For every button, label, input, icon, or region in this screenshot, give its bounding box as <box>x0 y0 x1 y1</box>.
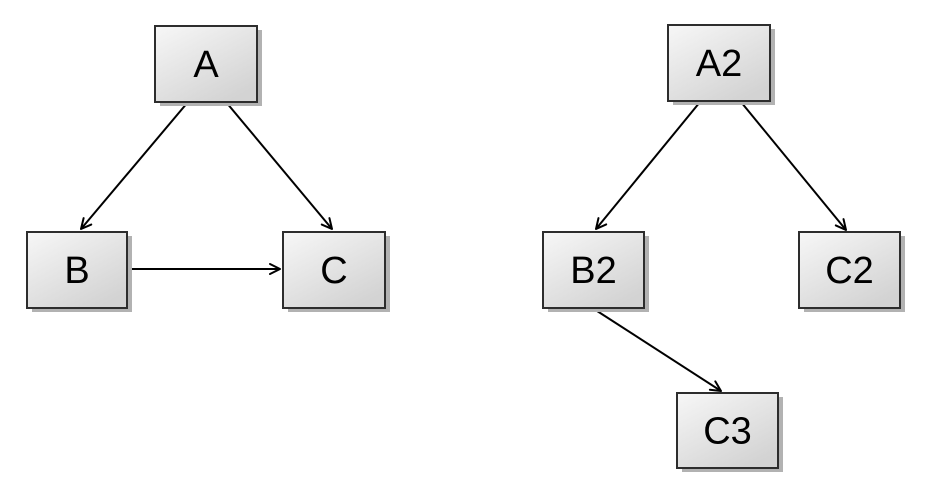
node-box[interactable] <box>542 231 645 309</box>
node-box[interactable] <box>676 392 779 469</box>
node-box[interactable] <box>667 24 771 102</box>
node-B2[interactable]: B2 <box>542 231 649 312</box>
node-A2[interactable]: A2 <box>667 24 775 105</box>
node-box[interactable] <box>154 25 258 103</box>
edge-A2-C2[interactable] <box>740 101 847 231</box>
edge-A-B[interactable] <box>80 101 189 230</box>
node-box[interactable] <box>798 231 901 309</box>
edge-B2-C3[interactable] <box>593 308 722 392</box>
node-label: B2 <box>570 250 616 292</box>
edge-A-C[interactable] <box>225 101 333 230</box>
node-label: C <box>320 250 347 292</box>
node-B[interactable]: B <box>26 231 132 312</box>
edge-A2-B2[interactable] <box>595 101 701 230</box>
node-label: A2 <box>696 43 742 85</box>
node-C2[interactable]: C2 <box>798 231 905 312</box>
node-label: C2 <box>825 250 874 292</box>
node-label: A <box>193 44 219 86</box>
node-box[interactable] <box>282 231 386 309</box>
edges-layer <box>80 101 847 392</box>
node-label: C3 <box>703 411 752 453</box>
node-C[interactable]: C <box>282 231 390 312</box>
node-A[interactable]: A <box>154 25 262 106</box>
node-label: B <box>64 250 89 292</box>
node-box[interactable] <box>26 231 128 309</box>
node-C3[interactable]: C3 <box>676 392 783 472</box>
